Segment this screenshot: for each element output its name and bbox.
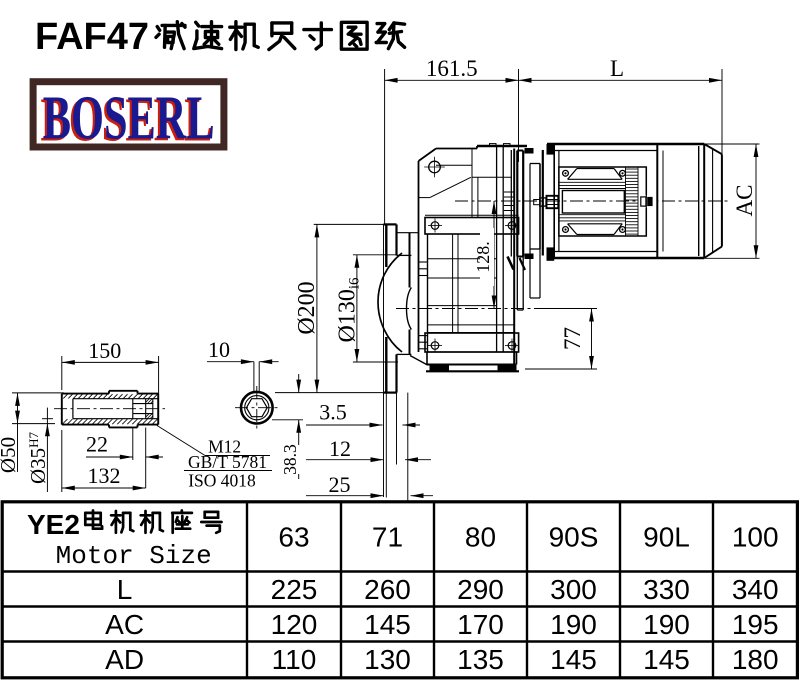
svg-text:GB/T 5781: GB/T 5781 bbox=[188, 452, 267, 472]
svg-text:180: 180 bbox=[732, 644, 779, 675]
svg-text:161.5: 161.5 bbox=[426, 56, 478, 81]
svg-text:290: 290 bbox=[457, 574, 504, 605]
svg-text:80: 80 bbox=[465, 522, 496, 553]
svg-text:Ø50: Ø50 bbox=[0, 437, 20, 473]
svg-text:135: 135 bbox=[457, 644, 504, 675]
svg-text:145: 145 bbox=[643, 644, 690, 675]
svg-text:300: 300 bbox=[550, 574, 597, 605]
svg-text:YE2: YE2 bbox=[27, 509, 80, 540]
svg-text:128.: 128. bbox=[473, 241, 493, 273]
svg-text:25: 25 bbox=[329, 472, 351, 497]
svg-text:190: 190 bbox=[550, 609, 597, 640]
svg-text:145: 145 bbox=[550, 644, 597, 675]
svg-text:AC: AC bbox=[732, 185, 757, 217]
svg-text:ISO 4018: ISO 4018 bbox=[188, 471, 256, 491]
svg-text:71: 71 bbox=[372, 522, 403, 553]
svg-text:132: 132 bbox=[88, 463, 121, 488]
svg-text:225: 225 bbox=[271, 574, 318, 605]
svg-text:110: 110 bbox=[272, 644, 317, 675]
svg-text:190: 190 bbox=[643, 609, 690, 640]
svg-text:150: 150 bbox=[88, 338, 121, 363]
svg-text:22: 22 bbox=[86, 432, 108, 457]
svg-text:Ø200: Ø200 bbox=[294, 281, 320, 334]
svg-text:100: 100 bbox=[732, 522, 779, 553]
svg-text:3.5: 3.5 bbox=[319, 400, 347, 425]
svg-text:330: 330 bbox=[643, 574, 690, 605]
svg-text:Motor Size: Motor Size bbox=[56, 541, 212, 571]
svg-text:195: 195 bbox=[732, 609, 779, 640]
svg-text:170: 170 bbox=[457, 609, 504, 640]
svg-text:38.3: 38.3 bbox=[280, 444, 300, 475]
svg-text:260: 260 bbox=[364, 574, 411, 605]
svg-text:L: L bbox=[610, 56, 624, 81]
svg-text:120: 120 bbox=[271, 609, 318, 640]
svg-text:130: 130 bbox=[364, 644, 411, 675]
svg-text:77: 77 bbox=[560, 327, 585, 350]
svg-text:340: 340 bbox=[732, 574, 779, 605]
svg-text:10: 10 bbox=[208, 337, 230, 362]
svg-text:L: L bbox=[117, 574, 133, 605]
svg-text:BOSERL: BOSERL bbox=[43, 85, 215, 153]
svg-text:FAF47: FAF47 bbox=[35, 16, 149, 58]
svg-text:90L: 90L bbox=[643, 522, 690, 553]
svg-text:M12: M12 bbox=[208, 437, 241, 457]
svg-text:145: 145 bbox=[364, 609, 411, 640]
svg-text:63: 63 bbox=[278, 522, 309, 553]
svg-text:BOSERL: BOSERL bbox=[40, 86, 212, 154]
svg-text:AD: AD bbox=[105, 644, 144, 675]
svg-text:90S: 90S bbox=[549, 522, 599, 553]
svg-text:AC: AC bbox=[105, 609, 144, 640]
svg-text:12: 12 bbox=[329, 436, 351, 461]
